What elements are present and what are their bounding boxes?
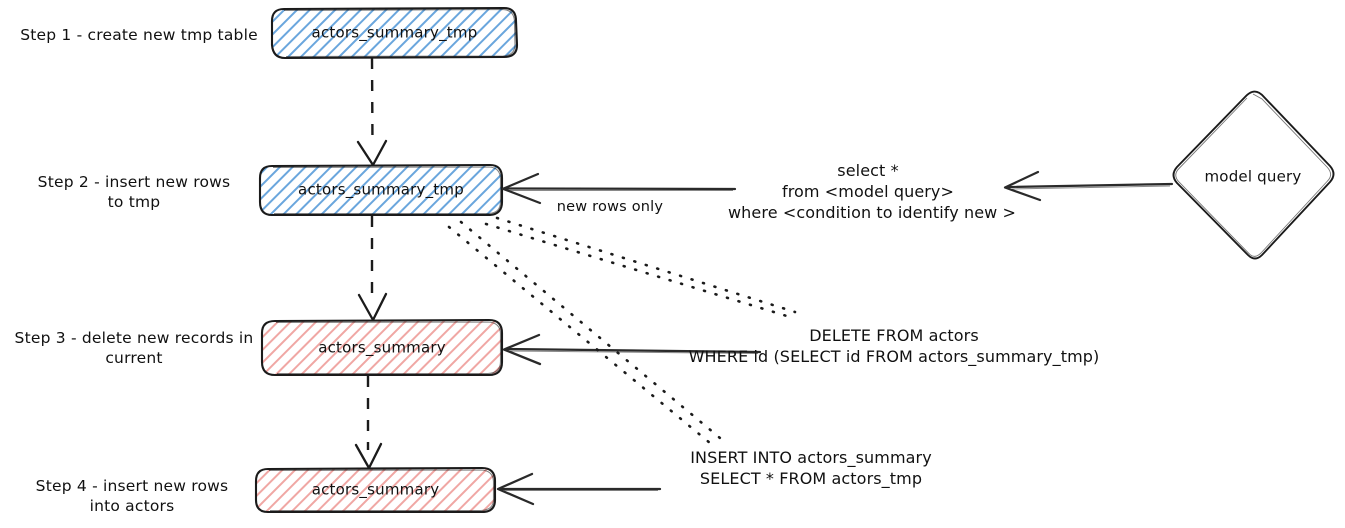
node-label-actors-summary-1: actors_summary <box>318 337 446 356</box>
step-label-2: Step 2 - insert new rows to tmp <box>37 173 231 212</box>
node-actors-summary-1[interactable] <box>260 318 504 377</box>
node-label-wrap-4: actors_summary <box>256 468 495 512</box>
step-label-1: Step 1 - create new tmp table <box>20 26 258 44</box>
node-model-query[interactable] <box>1172 90 1335 260</box>
arrow-insert-to-actors-summary <box>496 472 662 506</box>
node-label-actors-summary-2: actors_summary <box>311 480 440 499</box>
connector-step3-to-step4 <box>354 376 383 470</box>
step-label-4: Step 4 - insert new rows into actors <box>35 477 229 516</box>
dotted-link-tmp-to-delete-sql <box>484 216 797 319</box>
node-label-actors-summary-tmp-2: actors_summary_tmp <box>298 180 464 199</box>
edge-label-model-query-sql: select * from <model query> where <condi… <box>728 161 1017 222</box>
node-actors-summary-tmp-2[interactable] <box>258 163 504 217</box>
edge-label-new-rows-only: new rows only <box>556 199 664 215</box>
node-label-wrap-2: actors_summary_tmp <box>260 165 502 215</box>
arrow-model-query-to-sql <box>1003 170 1174 202</box>
node-label-wrap-3: actors_summary <box>262 320 502 375</box>
dotted-link-tmp-to-insert-sql <box>447 220 728 450</box>
node-label-wrap-1: actors_summary_tmp <box>272 8 517 58</box>
node-label-actors-summary-tmp-1: actors_summary_tmp <box>311 23 478 42</box>
connector-step2-to-step3 <box>357 216 388 322</box>
node-label-model-query: model query <box>1204 167 1302 186</box>
edge-label-delete-sql: DELETE FROM actors WHERE id (SELECT id F… <box>688 326 1100 366</box>
step-label-3: Step 3 - delete new records in current <box>14 329 254 368</box>
arrow-new-rows-to-tmp <box>501 172 737 205</box>
connector-step1-to-step2 <box>356 57 388 167</box>
node-actors-summary-2[interactable] <box>254 466 497 514</box>
node-actors-summary-tmp-1[interactable] <box>270 6 519 60</box>
arrow-delete-to-actors-summary <box>502 333 762 366</box>
node-label-wrap-5: model query <box>1170 92 1336 262</box>
edge-label-insert-sql: INSERT INTO actors_summary SELECT * FROM… <box>690 448 932 488</box>
